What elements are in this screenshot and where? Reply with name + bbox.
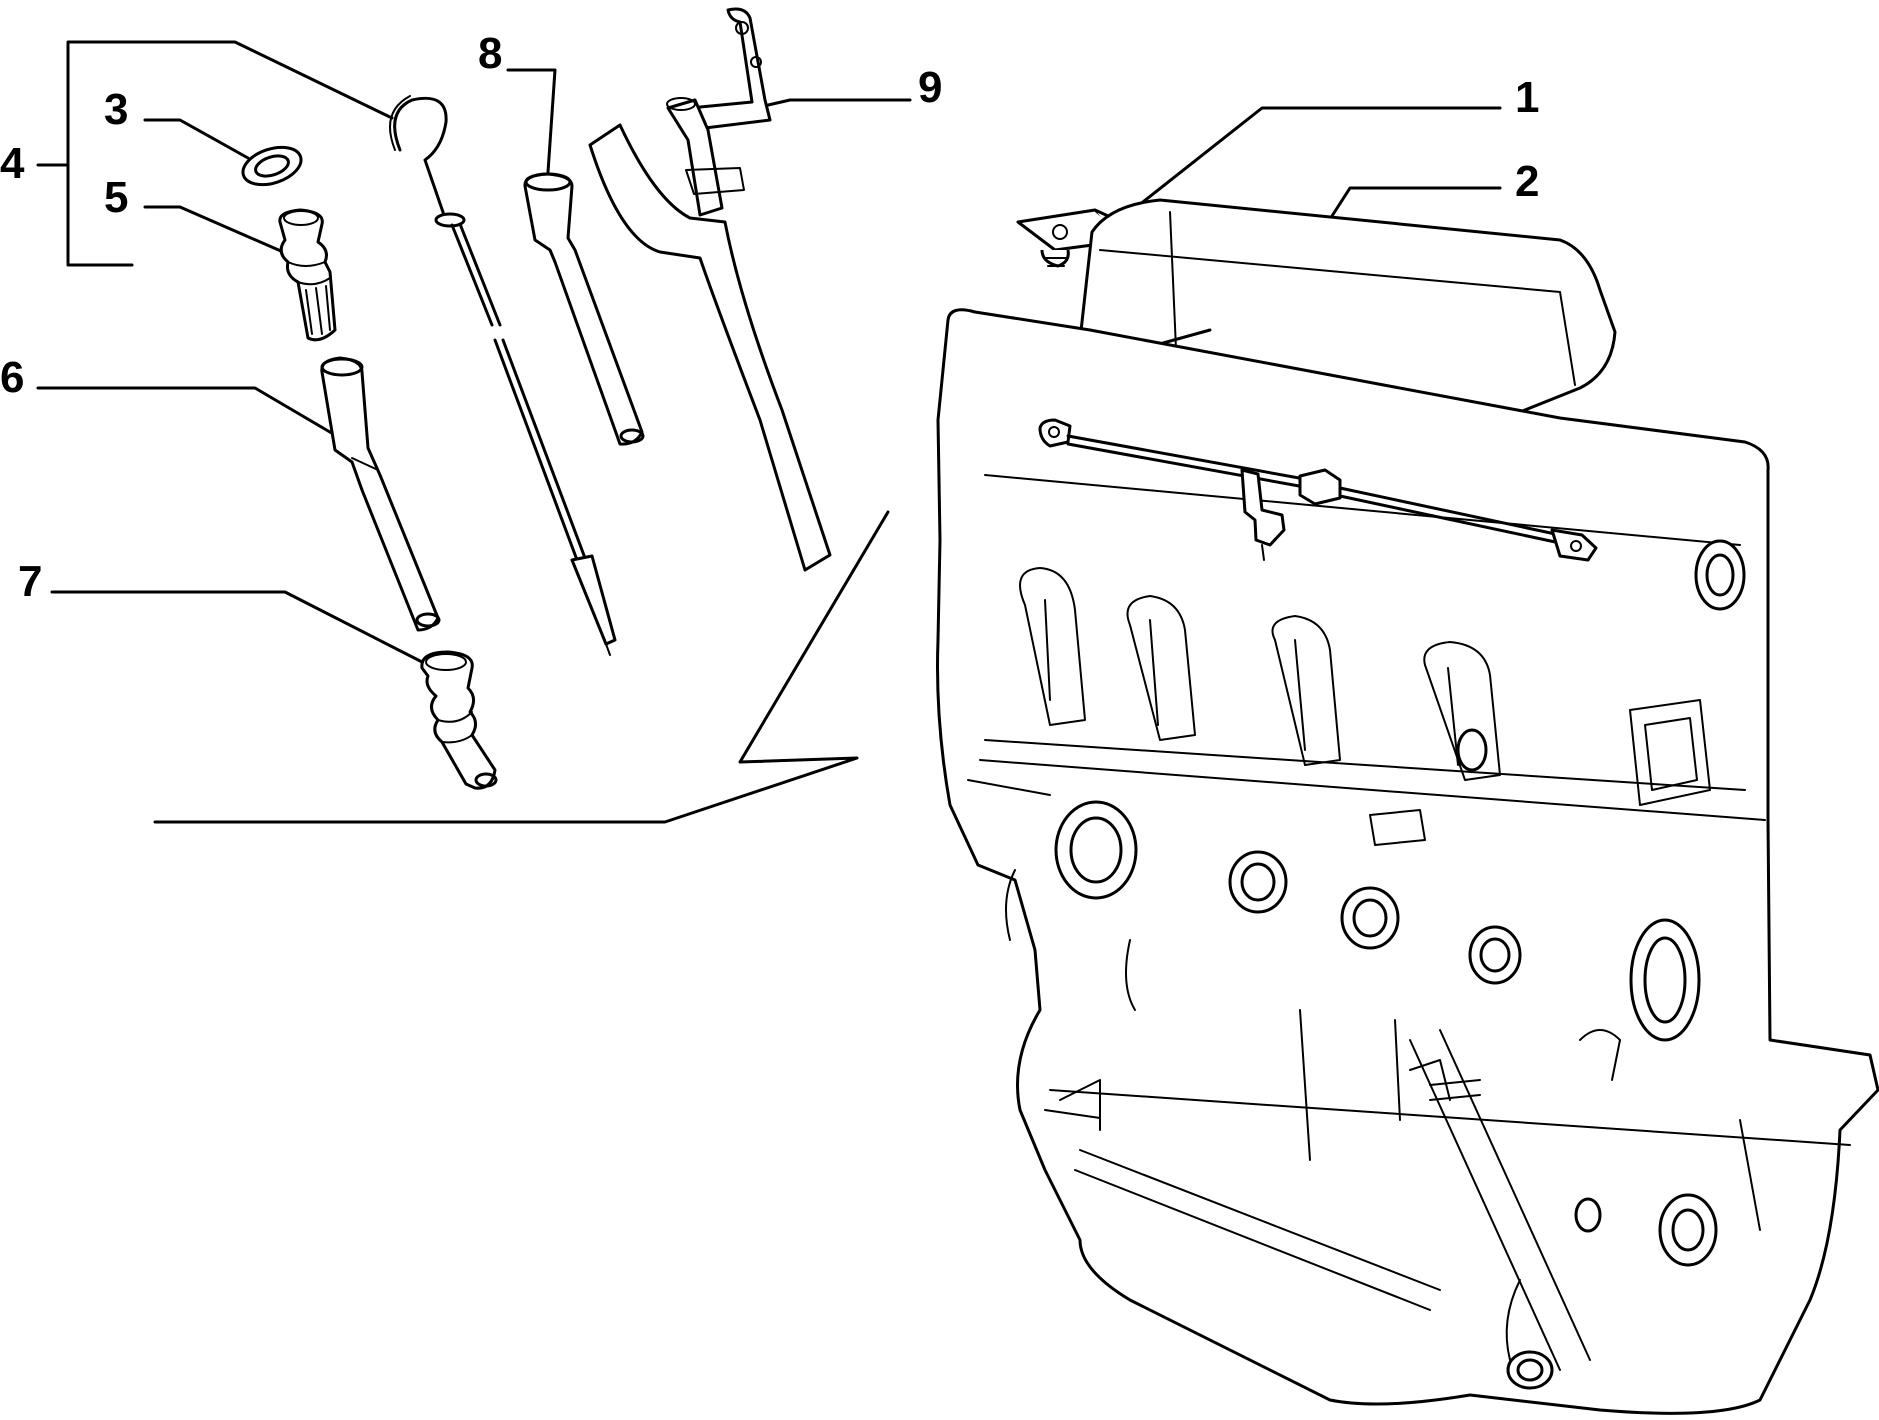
callout-8: 8: [478, 29, 502, 78]
callout-5: 5: [104, 173, 128, 222]
callout-3: 3: [104, 85, 128, 134]
curved-tube-part: [588, 7, 832, 572]
callout-6: 6: [0, 353, 24, 402]
callout-2: 2: [1515, 157, 1539, 206]
callout-labels: 1 2 3 4 5 6 7 8 9: [0, 29, 1539, 606]
o-ring-part: [241, 145, 303, 187]
callout-7: 7: [18, 557, 42, 606]
callout-4: 4: [0, 139, 25, 188]
engine-block: [936, 198, 1879, 1415]
upper-guide-part: [523, 172, 645, 446]
seal-part: [420, 650, 498, 790]
leader-lines: [36, 40, 1502, 824]
callout-1: 1: [1515, 73, 1539, 122]
dipstick-part: [389, 95, 617, 656]
plug-part: [278, 208, 337, 342]
fuel-rail-part: [1038, 418, 1598, 562]
guide-tube-part: [320, 356, 441, 632]
callout-9: 9: [918, 63, 942, 112]
